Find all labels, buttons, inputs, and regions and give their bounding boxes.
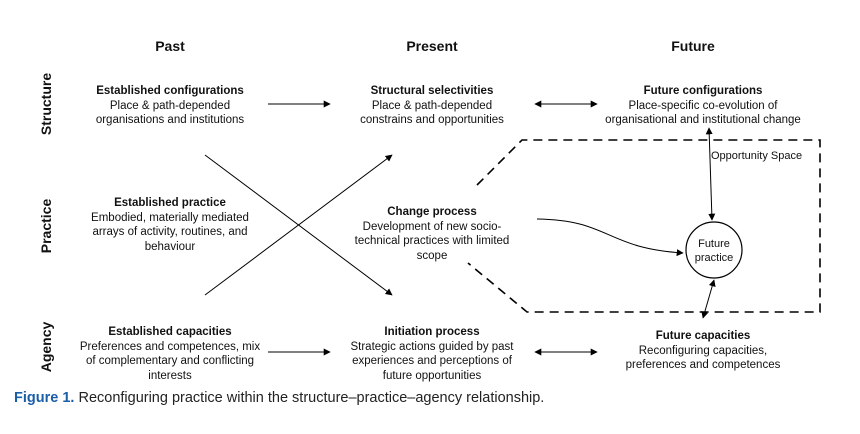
column-past: Past	[155, 38, 185, 54]
cell-change-process: Change process Development of new socio-…	[332, 205, 532, 263]
row-practice: Practice	[38, 198, 54, 254]
future-practice-circle	[685, 221, 743, 279]
arrow-practice-capacities	[701, 279, 716, 319]
opportunity-space-label: Opportunity Space	[711, 150, 803, 162]
cell-description: Reconfiguring capacities, preferences an…	[625, 344, 781, 372]
row-agency: Agency	[38, 321, 54, 373]
figure-number: Figure 1.	[14, 390, 75, 406]
cell-title: Change process	[387, 206, 477, 218]
cell-title: Established capacities	[108, 326, 232, 338]
cell-title: Structural selectivities	[370, 85, 494, 97]
cell-future-capacities: Future capacities Reconfiguring capaciti…	[593, 329, 813, 373]
arrow-cross-to-structural-selectivities	[204, 154, 393, 296]
cell-title: Established practice	[114, 197, 226, 209]
cell-description: Place & path-depended organisations and …	[95, 99, 245, 127]
cell-title: Future configurations	[643, 85, 763, 97]
cell-established-configurations: Established configurations Place & path-…	[70, 84, 270, 128]
cell-description: Place-specific co-evolution of organisat…	[605, 99, 801, 127]
cell-future-configurations: Future configurations Place-specific co-…	[583, 84, 823, 128]
cell-established-capacities: Established capacities Preferences and c…	[70, 325, 270, 383]
arrow-change-to-future-practice	[536, 218, 684, 257]
cell-title: Future capacities	[655, 330, 751, 342]
cell-description: Place & path-depended constrains and opp…	[360, 99, 504, 127]
cell-structural-selectivities: Structural selectivities Place & path-de…	[332, 84, 532, 128]
cell-title: Initiation process	[384, 326, 480, 338]
cell-initiation-process: Initiation process Strategic actions gui…	[332, 325, 532, 383]
opportunity-space-boundary	[467, 139, 821, 313]
future-practice-label: Future practice	[694, 238, 734, 264]
column-present: Present	[406, 38, 458, 54]
cell-description: Embodied, materially mediated arrays of …	[91, 211, 249, 253]
cell-established-practice: Established practice Embodied, materiall…	[70, 196, 270, 254]
cell-description: Preferences and competences, mix of comp…	[79, 340, 261, 382]
cell-title: Established configurations	[96, 85, 244, 97]
cell-description: Development of new socio- technical prac…	[354, 220, 510, 262]
figure-caption: Figure 1. Reconfiguring practice within …	[14, 390, 544, 406]
row-structure: Structure	[38, 72, 54, 136]
arrow-configurations-practice	[705, 127, 716, 221]
caption-text: Reconfiguring practice within the struct…	[74, 390, 545, 406]
cell-description: Strategic actions guided by past experie…	[350, 340, 514, 382]
column-future: Future	[671, 38, 715, 54]
